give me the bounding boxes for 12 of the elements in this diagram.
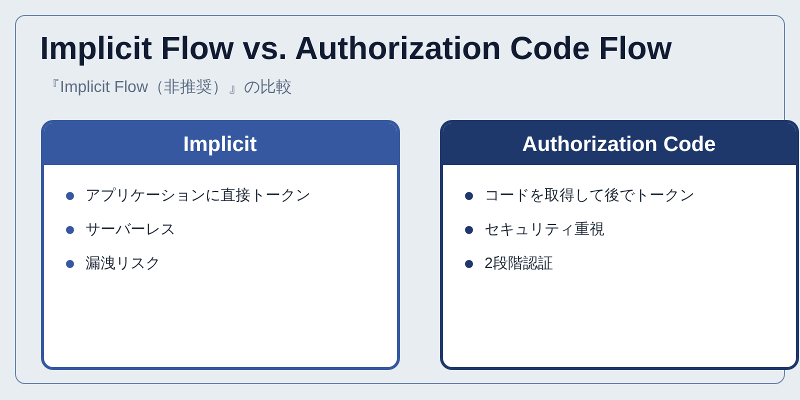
bullet-text: コードを取得して後でトークン bbox=[484, 186, 694, 206]
card-header: Authorization Code bbox=[442, 122, 796, 164]
card-header: Implicit bbox=[44, 122, 396, 164]
subtitle: 『Implicit Flow（非推奨）』の比較 bbox=[44, 78, 292, 98]
bullet-text: アプリケーションに直接トークン bbox=[86, 186, 310, 206]
comparison-card bbox=[40, 120, 400, 370]
bullet-text: サーバーレス bbox=[86, 220, 176, 240]
comparison-card bbox=[440, 120, 798, 370]
bullet-text: 漏洩リスク bbox=[86, 254, 160, 274]
title: Implicit Flow vs. Authorization Code Flow bbox=[40, 30, 672, 66]
bullet-text: セキュリティ重視 bbox=[484, 220, 604, 240]
bullet-text: 2段階認証 bbox=[484, 254, 553, 274]
